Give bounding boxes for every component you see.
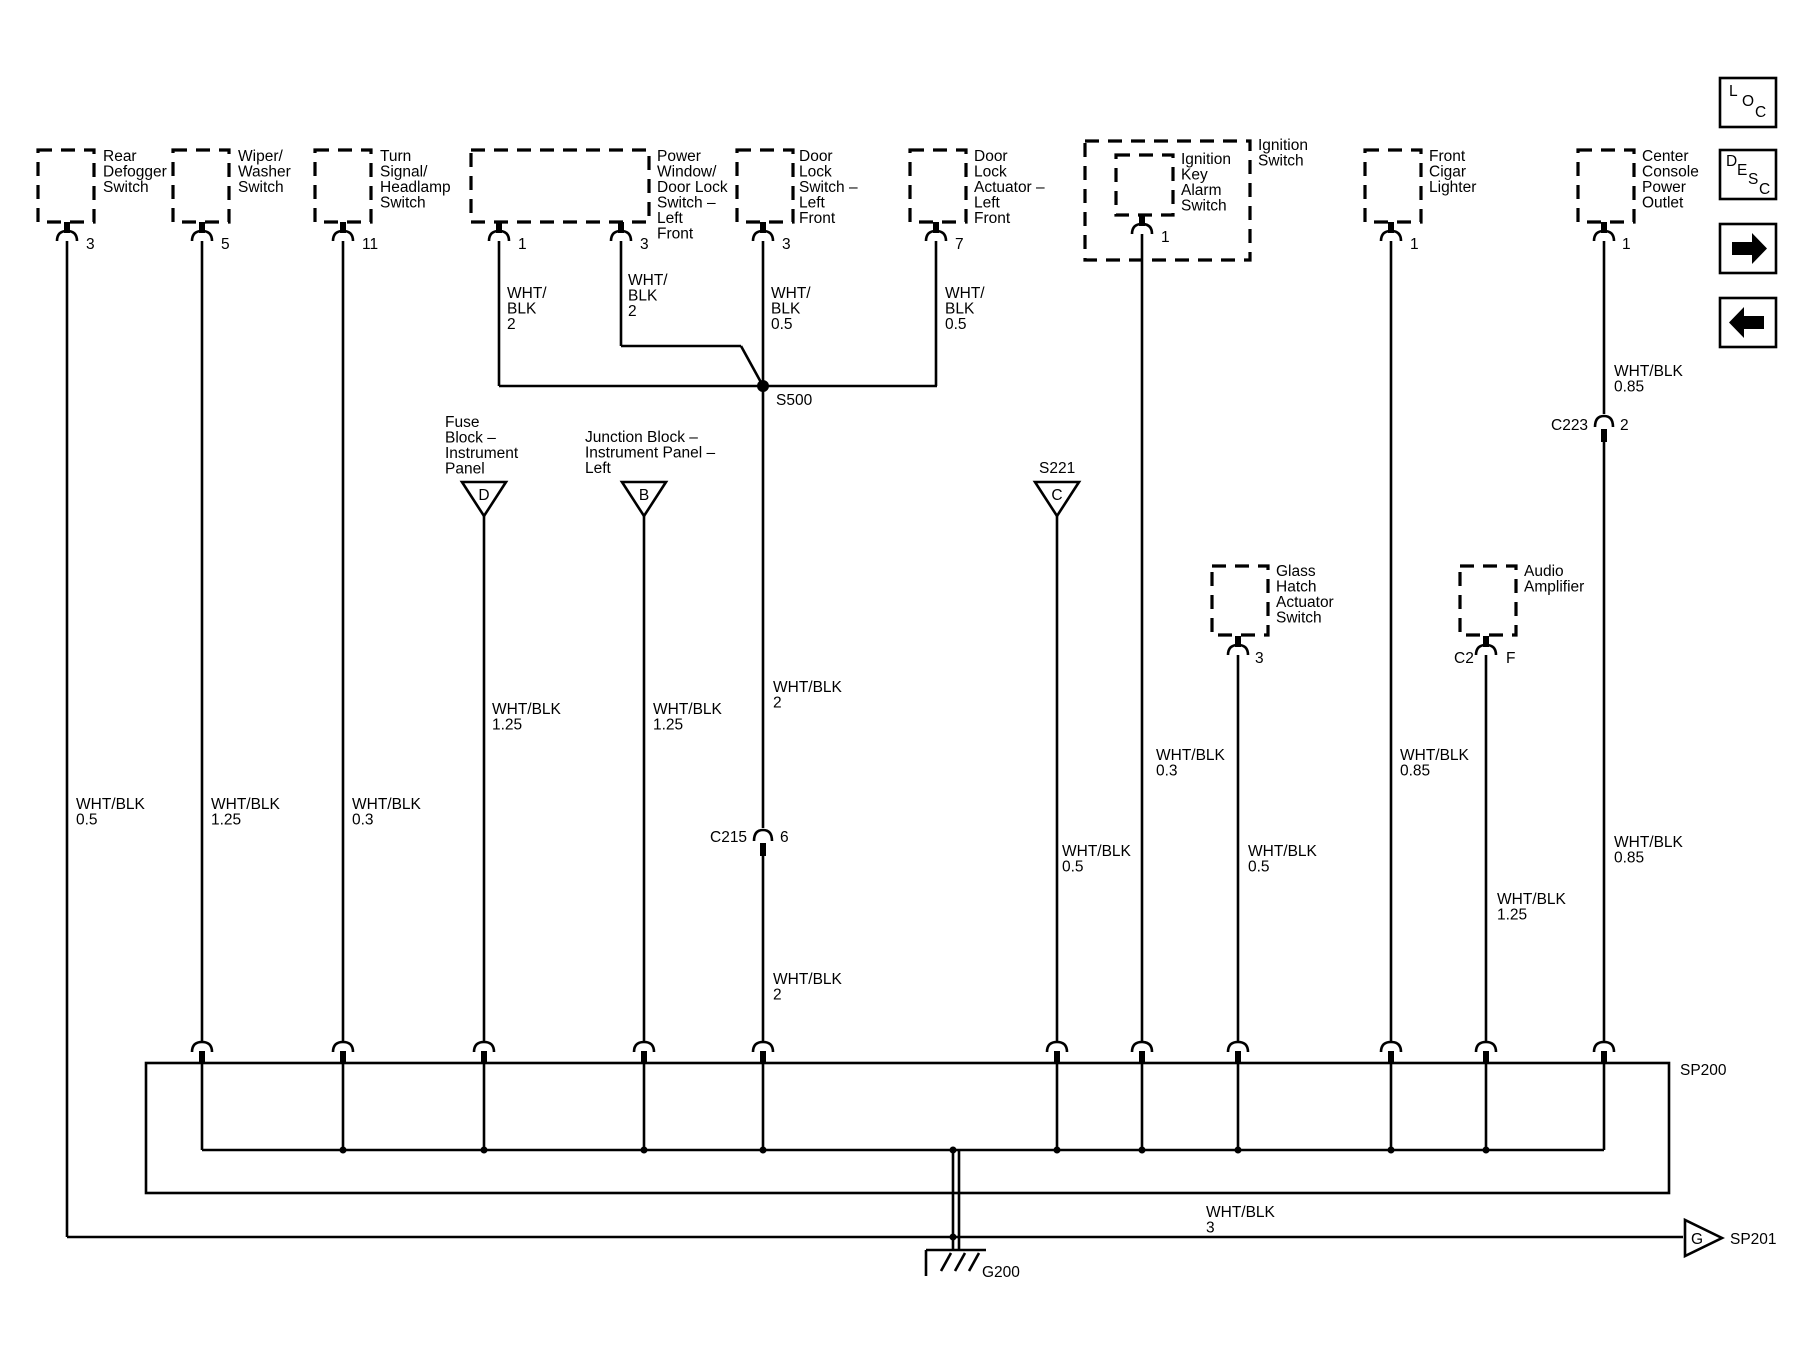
pin-number: 1 <box>1161 229 1170 246</box>
connector-c223-pin: 2 <box>1620 417 1629 434</box>
next-button[interactable] <box>1718 222 1778 275</box>
ref-letter: D <box>478 487 489 504</box>
desc-letter: C <box>1759 181 1770 198</box>
ref-s221: S221 C <box>1032 460 1082 519</box>
pin-number: 3 <box>86 236 95 253</box>
pin-number: 3 <box>782 236 791 253</box>
pin-number: 3 <box>640 236 649 253</box>
pin-number: 7 <box>955 236 964 253</box>
desc-button[interactable]: D E S C <box>1718 148 1778 201</box>
wires <box>55 215 1683 1250</box>
pin-number: 1 <box>518 236 527 253</box>
arrow-right-icon <box>1732 233 1767 264</box>
desc-letter: E <box>1737 162 1747 179</box>
loc-button[interactable]: L O C <box>1718 76 1778 129</box>
splice-label: SP201 <box>1730 1231 1777 1248</box>
loc-letter: L <box>1729 83 1738 100</box>
ref-letter: G <box>1691 1231 1703 1248</box>
prev-button[interactable] <box>1718 296 1778 349</box>
pin-number: 5 <box>221 236 230 253</box>
pin-number: 3 <box>1255 650 1264 667</box>
ref-letter: C <box>1051 487 1062 504</box>
ref-junction-block-instrument-panel-left: Junction Block –Instrument Panel –Left B <box>585 429 715 519</box>
ref-label: Junction Block –Instrument Panel –Left <box>585 429 715 477</box>
connector-name: C2 <box>1454 650 1474 667</box>
ref-sp201: G SP201 <box>1683 1217 1777 1259</box>
pin-number: 11 <box>362 236 378 253</box>
connector-c215-label: C215 <box>710 829 747 846</box>
loc-letter: C <box>1755 104 1766 121</box>
connector-c215-pin: 6 <box>780 829 789 846</box>
ref-letter: B <box>639 487 649 504</box>
arrow-left-icon <box>1729 307 1764 338</box>
pin-number: F <box>1506 650 1515 667</box>
ref-label: S221 <box>1039 460 1075 477</box>
desc-letter: S <box>1748 171 1758 188</box>
ground-label: G200 <box>982 1264 1020 1281</box>
ground-g200: G200 <box>924 1248 1020 1281</box>
splice-sp200-label: SP200 <box>1680 1062 1727 1079</box>
pin-number: 1 <box>1622 236 1631 253</box>
splice-s500-label: S500 <box>776 392 813 409</box>
connector-c223-label: C223 <box>1551 417 1588 434</box>
desc-letter: D <box>1726 153 1737 170</box>
pin-number: 1 <box>1410 236 1419 253</box>
loc-letter: O <box>1742 93 1754 110</box>
